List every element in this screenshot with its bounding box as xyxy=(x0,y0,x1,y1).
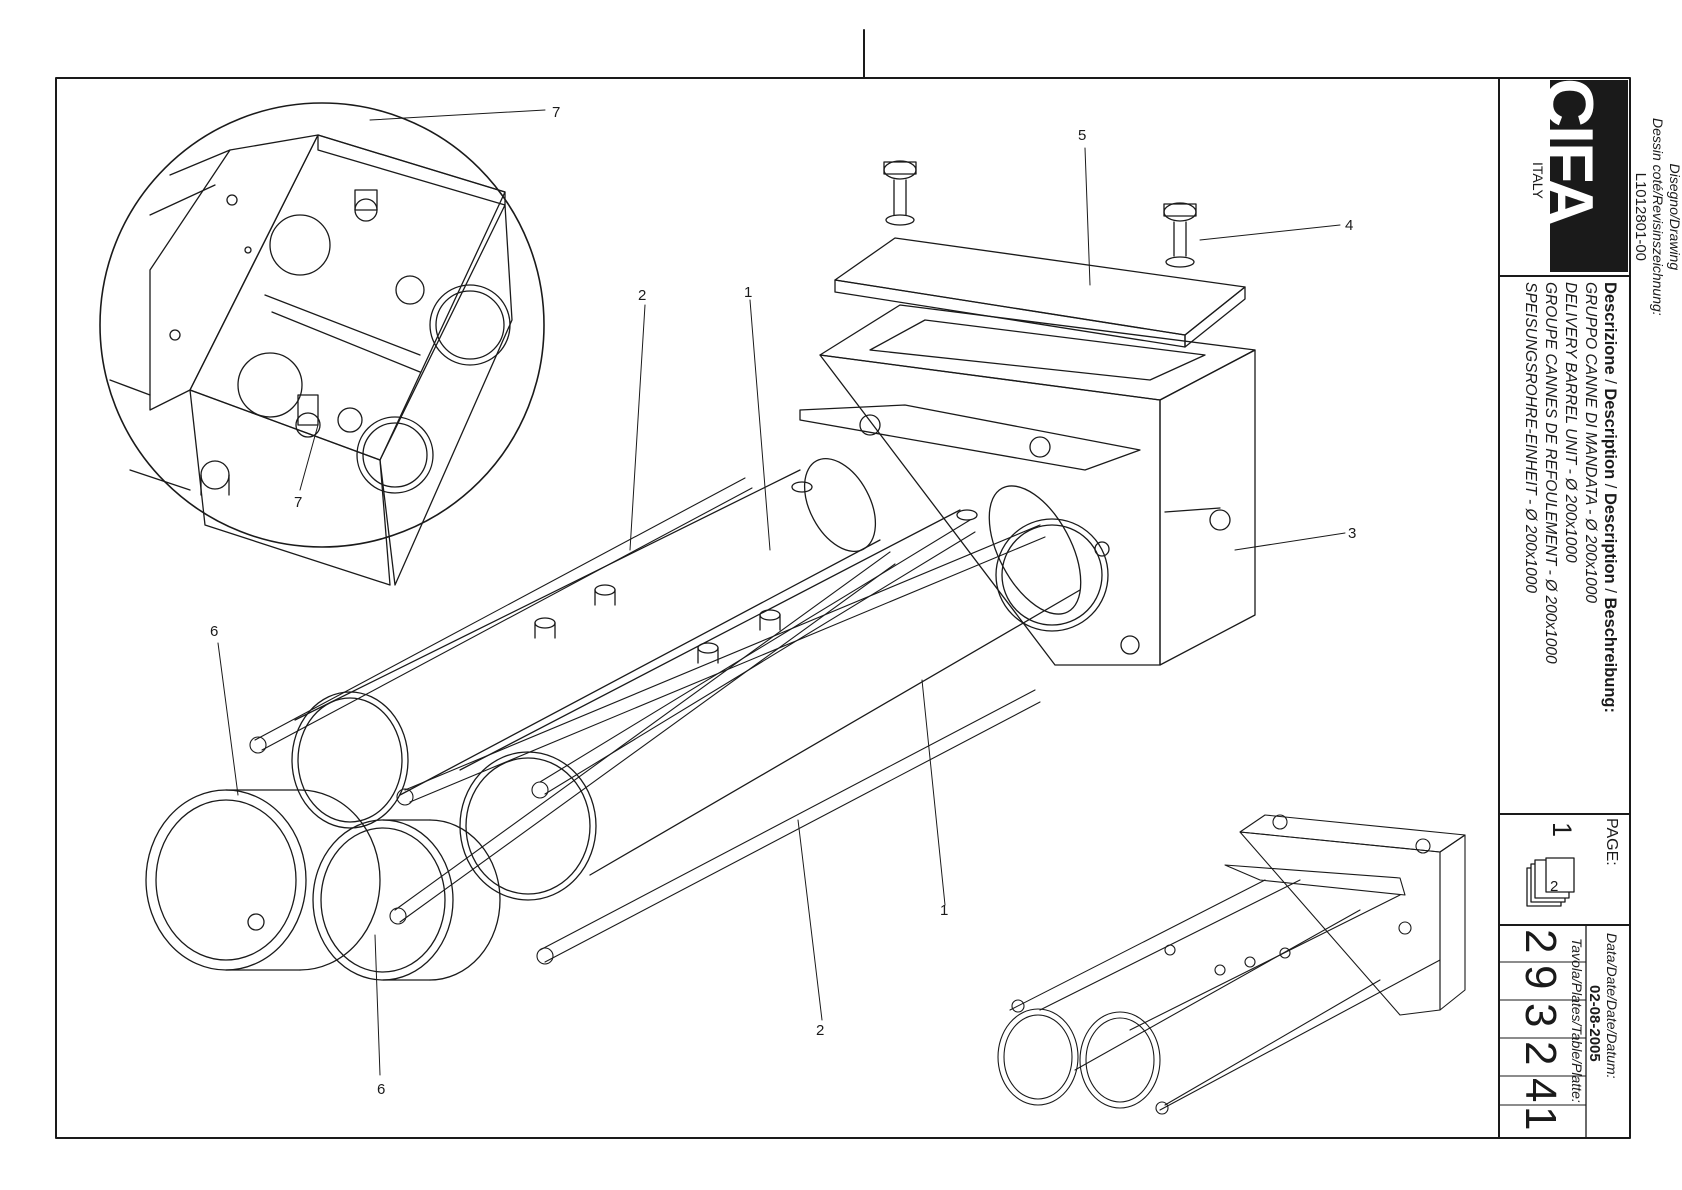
description-header-fr: Description xyxy=(1601,492,1619,584)
plate-digit-6: 1 xyxy=(1516,1106,1565,1131)
assembled-view xyxy=(997,814,1466,1115)
sheet-border xyxy=(55,77,1631,1139)
description-header-en: Description xyxy=(1601,388,1619,480)
tie-rods xyxy=(249,477,1046,965)
page-label: PAGE: xyxy=(1603,818,1620,866)
description-line-fr: GROUPE CANNES DE REFOULEMENT - Ø 200x100… xyxy=(1542,282,1559,664)
main-assembly xyxy=(145,160,1256,981)
callout-6-top: 6 xyxy=(210,623,218,640)
description-line-it: GRUPPO CANNE DI MANDATA - Ø 200x1000 xyxy=(1582,282,1599,603)
cover-plate xyxy=(834,237,1246,336)
barrel-upper xyxy=(291,458,881,829)
detail-circle xyxy=(99,102,545,586)
plate-digit-3: 3 xyxy=(1516,1003,1565,1028)
plate-digit-2: 9 xyxy=(1516,965,1565,990)
barrel-lower xyxy=(459,485,1082,901)
callout-5: 5 xyxy=(1078,127,1086,144)
plate-digit-4: 2 xyxy=(1516,1041,1565,1066)
sleeve-ring-right xyxy=(312,819,501,981)
drawing-number: L1012801-00 xyxy=(1632,172,1649,262)
title-block-frame xyxy=(1498,77,1631,1139)
callout-numbers: 7 7 2 1 5 4 3 6 6 1 2 2 xyxy=(210,104,1558,1098)
sleeve-ring-left xyxy=(145,789,381,971)
date-label: Data/Date/Date/Datum: xyxy=(1604,933,1620,1079)
callout-2-bottom: 2 xyxy=(816,1022,824,1039)
callout-7-bottom: 7 xyxy=(294,494,302,511)
description-header-it: Descrizione xyxy=(1601,282,1619,375)
description-header-de: Beschreibung: xyxy=(1601,597,1619,714)
knob-screw-right xyxy=(1163,202,1197,268)
drawing-number-block: Disegno/Drawing Dessin coté/Revisinszeic… xyxy=(1632,118,1682,316)
country-label: ITALY xyxy=(1530,162,1546,199)
callout-3: 3 xyxy=(1348,525,1356,542)
callout-7-top: 7 xyxy=(552,104,560,121)
plate-digit-1: 2 xyxy=(1516,929,1565,954)
drawing-label-2: Dessin coté/Revisinszeichnung: xyxy=(1650,118,1666,316)
callout-1-bottom: 1 xyxy=(940,902,948,919)
date-value: 02-08-2005 xyxy=(1586,985,1603,1062)
callout-6-bottom: 6 xyxy=(377,1081,385,1098)
cifa-logo: CIFA xyxy=(1531,78,1607,225)
plate-digit-5: 4 xyxy=(1516,1078,1565,1103)
description-header: Descrizione / Description / Description … xyxy=(1601,282,1619,714)
page-icon-number: 2 xyxy=(1550,878,1558,895)
callout-1-top: 1 xyxy=(744,284,752,301)
description-line-de: SPEISUNGSROHRE-EINHEIT - Ø 200x1000 xyxy=(1522,282,1539,593)
spacer-bushings xyxy=(534,481,978,664)
knob-screw-left xyxy=(883,160,917,226)
drawing-label-1: Disegno/Drawing xyxy=(1667,163,1682,271)
description-block: Descrizione / Description / Description … xyxy=(1520,282,1620,713)
leader-lines xyxy=(217,109,1346,1076)
plate-number-cells xyxy=(1498,961,1587,1106)
description-line-en: DELIVERY BARREL UNIT - Ø 200x1000 xyxy=(1562,282,1579,563)
cifa-logo-block xyxy=(1550,80,1628,272)
page-stack-icon xyxy=(1526,857,1575,907)
callout-4: 4 xyxy=(1345,217,1353,234)
plates-label: Tavola/Plates/Table/Platte: xyxy=(1569,938,1585,1103)
page-number: 1 xyxy=(1547,822,1577,838)
callout-2-top: 2 xyxy=(638,287,646,304)
